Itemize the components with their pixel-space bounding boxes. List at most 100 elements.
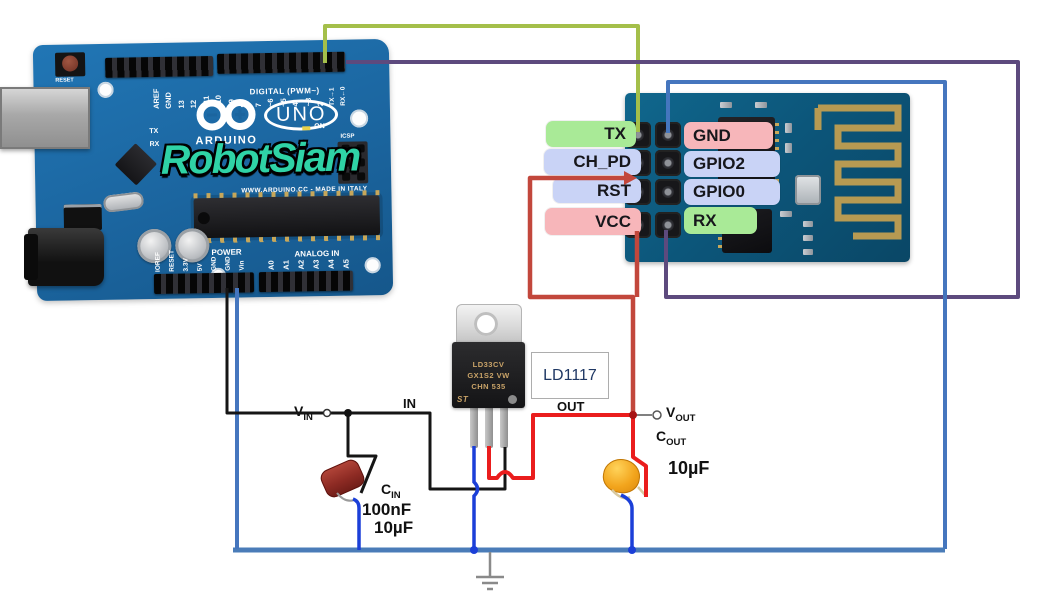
pin-label-3v3: 3.3V xyxy=(182,258,190,272)
reset-silkscreen-label: RESET xyxy=(55,77,74,84)
digital-header-right xyxy=(216,51,346,74)
esp-label-gpio0-text: GPIO0 xyxy=(693,182,745,201)
esp-label-gpio2: GPIO2 xyxy=(684,151,780,177)
tx-led-label: TX xyxy=(149,127,159,136)
smd-component xyxy=(785,123,792,133)
vin-node-label: VIN xyxy=(294,403,313,423)
pin-label-a4: A4 xyxy=(326,259,336,270)
arduino-infinity-logo xyxy=(196,99,256,131)
regulator-body: LD33CV GX1S2 VW CHN 535 ST xyxy=(452,342,525,408)
regulator-marking-line1: LD33CV xyxy=(472,359,505,369)
pin-label-gnd1: GND xyxy=(210,256,218,272)
junction-dot-rail xyxy=(470,546,478,554)
power-led xyxy=(302,126,311,131)
power-jack xyxy=(28,228,104,286)
pin-label-rx0: RX←0 xyxy=(339,86,347,106)
pin-label-a2: A2 xyxy=(296,259,306,270)
pin-label-tx1: TX→1 xyxy=(328,87,336,106)
input-capacitor-body xyxy=(317,456,368,501)
usb-connector xyxy=(0,87,90,149)
smd-component xyxy=(720,102,732,108)
regulator-callout-box: LD1117 xyxy=(531,352,609,399)
junction-dot-vout xyxy=(629,411,637,419)
pin-label-13: 13 xyxy=(176,100,186,109)
pin-label-a0: A0 xyxy=(266,260,276,271)
esp8266-module xyxy=(625,93,910,262)
regulator-marking-line3: CHN 535 xyxy=(471,381,506,391)
mounting-hole xyxy=(349,109,369,128)
esp-label-rx-text: RX xyxy=(693,210,717,230)
mounting-hole xyxy=(97,81,114,99)
esp-pin-gpio0 xyxy=(655,179,681,205)
atmega328-chip xyxy=(193,190,381,244)
regulator-dot-mark xyxy=(508,395,517,404)
esp-label-gnd: GND xyxy=(684,122,773,149)
onboard-regulator xyxy=(63,203,103,231)
esp-label-rx: RX xyxy=(684,207,757,234)
earth-ground-symbol xyxy=(476,552,504,591)
cin-label: CIN xyxy=(381,481,401,501)
arduino-uno-board: RESET AREF GND 13 12 ~11 ~10 ~9 8 7 ~6 ~… xyxy=(32,38,394,302)
esp-label-rst: RST xyxy=(553,178,641,203)
pin-label-5v: 5V xyxy=(196,263,204,272)
cin-value-100nf: 100nF xyxy=(362,500,412,519)
esp-label-gpio0: GPIO0 xyxy=(684,179,780,205)
junction-dot-vin xyxy=(344,409,352,417)
cout-value-10uf: 10µF xyxy=(668,458,710,478)
esp-label-gpio2-text: GPIO2 xyxy=(693,154,745,173)
crystal-oscillator xyxy=(102,191,145,213)
esp-label-gnd-text: GND xyxy=(693,125,731,145)
esp-label-vcc-text: VCC xyxy=(595,211,631,231)
pin-label-aref: AREF xyxy=(151,88,161,110)
smd-component xyxy=(780,211,792,217)
cout-label: COUT xyxy=(656,428,687,448)
esp-pin-gnd xyxy=(655,122,681,148)
vout-terminal-circle xyxy=(652,410,662,420)
esp-label-chpd: CH_PD xyxy=(544,149,641,175)
regulator-leg-in xyxy=(500,404,508,448)
regulator-tab-hole xyxy=(474,312,498,336)
on-led-label: ON xyxy=(314,123,325,131)
digital-header-left xyxy=(105,55,214,78)
power-header xyxy=(153,272,255,295)
electrolytic-capacitor xyxy=(175,228,210,263)
robotsiam-overlay-text: RobotSiam xyxy=(160,133,360,183)
regulator-tab xyxy=(456,304,522,344)
esp-pin-rx xyxy=(655,212,681,238)
wire-blue-regulator-gnd xyxy=(472,446,480,550)
esp-label-vcc: VCC xyxy=(545,208,641,235)
regulator-callout-text: LD1117 xyxy=(543,366,597,384)
regulator-leg-out xyxy=(485,404,493,448)
pin-label-a5: A5 xyxy=(341,259,351,269)
pin-label-gnd: GND xyxy=(163,92,173,109)
regulator-marking-line2: GX1S2 VW xyxy=(467,370,510,380)
wire-blue-cout-gnd xyxy=(620,493,634,550)
pin-label-reset: RESET xyxy=(168,249,176,272)
pin-label-ioref: IOREF xyxy=(154,252,162,273)
out-node-label: OUT xyxy=(557,399,585,414)
rx-led-label: RX xyxy=(149,140,160,149)
esp-label-chpd-text: CH_PD xyxy=(573,152,631,171)
output-capacitor-body xyxy=(600,456,643,496)
junction-dot-rail xyxy=(628,546,636,554)
vout-node-label: VOUT xyxy=(666,404,696,424)
power-jack-flange xyxy=(24,234,38,280)
pin-label-a1: A1 xyxy=(281,260,291,270)
smd-component xyxy=(785,143,792,153)
cin-value-10uf: 10µF xyxy=(374,518,414,537)
esp-label-tx-text: TX xyxy=(604,124,626,143)
mounting-hole xyxy=(364,257,381,274)
pin-label-gnd2: GND xyxy=(224,256,232,271)
analog-header xyxy=(258,270,354,293)
esp-label-rst-text: RST xyxy=(597,180,631,200)
st-logo: ST xyxy=(457,395,469,404)
smd-component xyxy=(755,102,767,108)
esp-pin-gpio2 xyxy=(655,150,681,176)
wire-blue-cin-gnd xyxy=(352,497,361,550)
regulator-leg-gnd xyxy=(470,404,478,448)
cout-lead xyxy=(637,486,647,497)
in-node-label: IN xyxy=(403,396,416,411)
pin-label-vin: Vin xyxy=(238,260,246,271)
digital-header-label: DIGITAL (PWM~) xyxy=(249,86,320,97)
